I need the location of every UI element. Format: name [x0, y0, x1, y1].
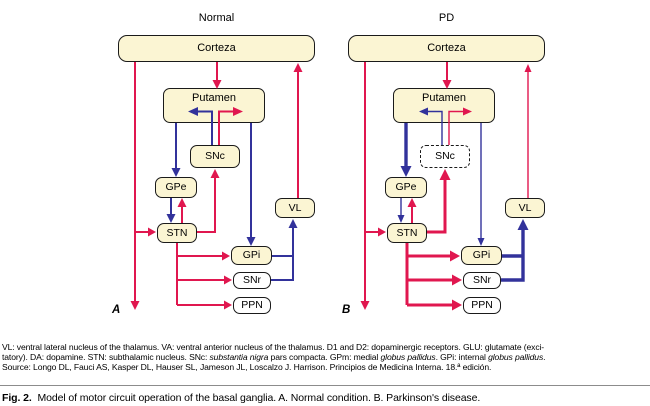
arrow-stn-to-gpi-a: [177, 251, 230, 261]
arrow-cortex-descending-b: [360, 62, 370, 310]
arrow-cortex-to-stn-b: [365, 227, 386, 237]
arrow-stn-to-snr-b: [407, 274, 462, 286]
box-ppn-normal: PPN: [233, 297, 271, 314]
box-gpe-normal: GPe: [155, 177, 197, 198]
panel-letter-a: A: [112, 304, 121, 316]
arrow-stn-to-ppn-b: [407, 299, 462, 311]
panel-title-pd: PD: [438, 12, 455, 24]
box-gpi-normal: GPi: [231, 246, 272, 265]
arrow-stn-to-ppn-a: [177, 300, 232, 310]
arrow-snc-to-putamen-d1-a: [218, 107, 243, 145]
arrow-snc-to-putamen-d2-a: [188, 107, 213, 145]
arrow-snr-to-vl-b: [501, 219, 529, 282]
caption-divider: [0, 385, 650, 386]
arrow-snr-to-vl-a: [271, 219, 298, 281]
box-snc-normal: SNc: [190, 145, 240, 168]
box-snc-degenerated-pd: SNc: [420, 145, 470, 168]
arrow-cortex-to-putamen-b: [442, 62, 452, 89]
arrow-stn-to-snc-b: [427, 169, 451, 234]
arrow-stn-to-gpi-b: [407, 250, 460, 262]
box-gpe-pd: GPe: [385, 177, 427, 198]
figure-caption: Fig. 2. Model of motor circuit operation…: [2, 392, 648, 404]
arrow-snc-to-putamen-d2-b: [419, 107, 443, 145]
abbreviations-line-1: VL: ventral lateral nucleus of the thala…: [2, 342, 545, 352]
arrow-stn-to-gpe-b: [407, 198, 417, 223]
box-vl-normal: VL: [275, 198, 315, 218]
abbreviations-line-2: tatory). DA: dopamine. STN: subthalamic …: [2, 352, 546, 362]
arrow-stn-to-snr-a: [177, 275, 232, 285]
arrow-gpe-to-stn-b: [397, 198, 405, 223]
box-vl-pd: VL: [505, 198, 545, 218]
arrow-snc-to-putamen-d1-b: [448, 107, 472, 145]
arrow-gpe-to-stn-a: [166, 198, 176, 223]
abbreviations-block: VL: ventral lateral nucleus of the thala…: [2, 342, 650, 372]
arrow-putamen-to-gpe-a: [171, 123, 181, 177]
box-corteza-pd: Corteza: [348, 35, 545, 62]
box-corteza-normal: Corteza: [118, 35, 315, 62]
panel-letter-b: B: [342, 304, 351, 316]
arrow-cortex-to-stn-a: [135, 227, 156, 237]
arrow-putamen-to-gpi-a: [246, 123, 256, 246]
arrow-vl-to-cortex-b: [524, 64, 532, 198]
box-gpi-pd: GPi: [461, 246, 502, 265]
box-putamen-normal: Putamen: [163, 88, 265, 123]
arrow-cortex-descending-a: [130, 62, 140, 310]
box-putamen-pd: Putamen: [393, 88, 495, 123]
figure-caption-label: Fig. 2.: [2, 392, 32, 404]
arrow-stn-to-snc-a: [197, 169, 220, 233]
arrow-cortex-to-putamen-a: [212, 62, 222, 89]
box-stn-pd: STN: [387, 223, 427, 243]
box-snr-pd: SNr: [463, 272, 501, 289]
figure-caption-text: Model of motor circuit operation of the …: [34, 392, 481, 404]
box-ppn-pd: PPN: [463, 297, 501, 314]
arrow-putamen-to-gpe-b: [400, 123, 412, 177]
abbreviations-line-3: Source: Longo DL, Fauci AS, Kasper DL, H…: [2, 362, 492, 372]
panel-title-normal: Normal: [198, 12, 235, 24]
box-stn-normal: STN: [157, 223, 197, 243]
arrow-vl-to-cortex-a: [293, 63, 303, 198]
arrow-stn-to-gpe-a: [177, 198, 187, 223]
circuit-arrows: [130, 62, 532, 311]
arrow-putamen-to-gpi-b: [477, 123, 485, 246]
box-snr-normal: SNr: [233, 272, 271, 289]
